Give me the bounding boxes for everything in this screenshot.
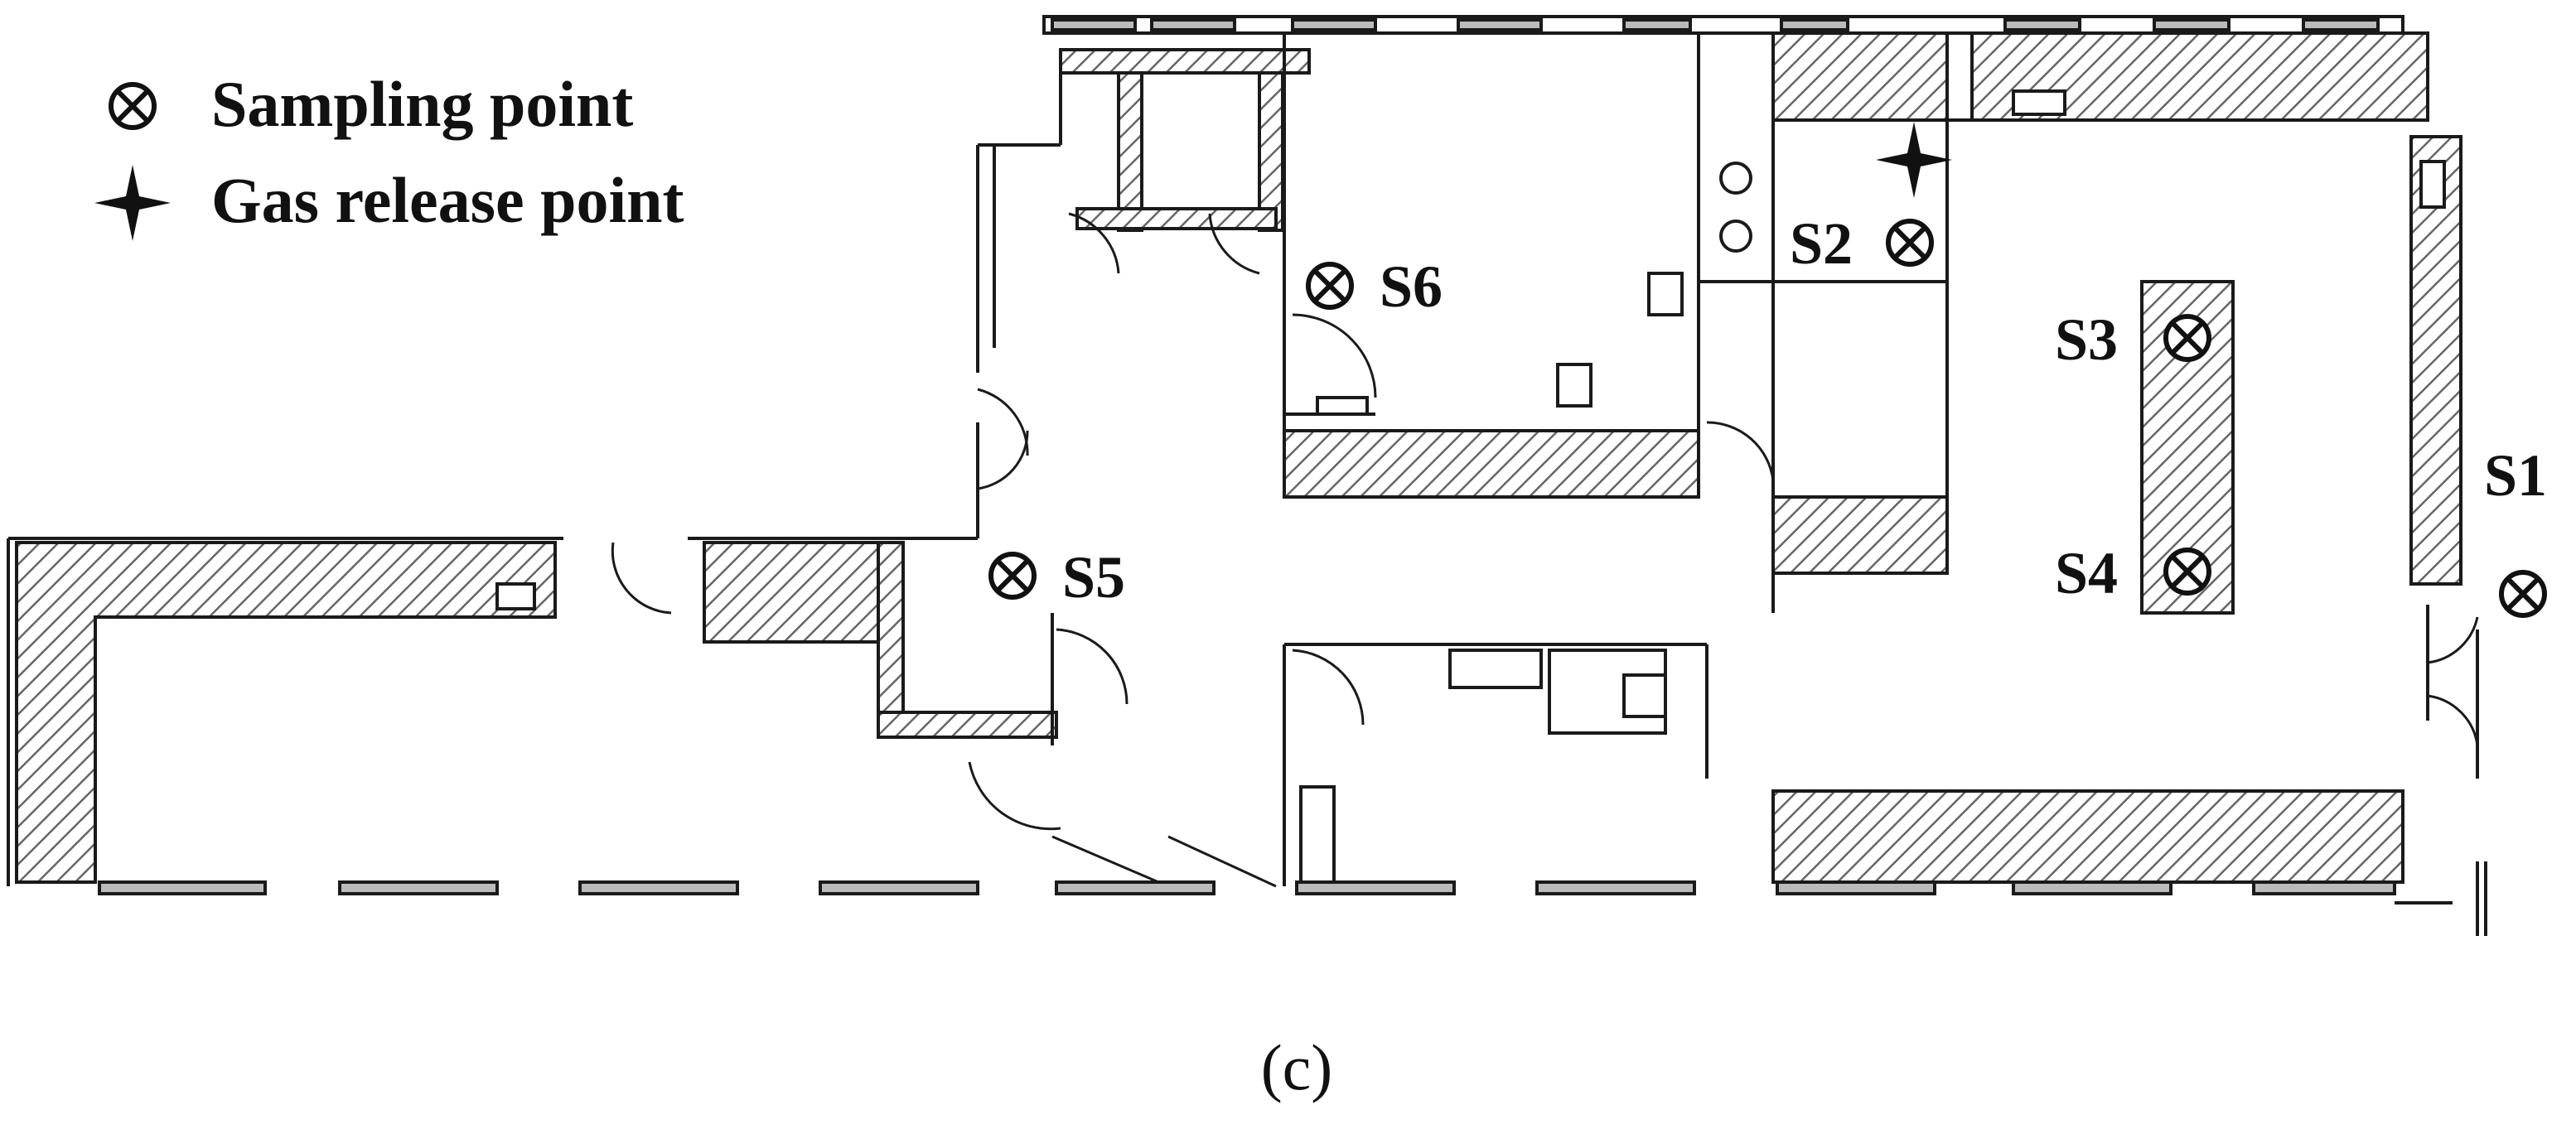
legend-sampling-label: Sampling point [211, 68, 633, 140]
s6-label: S6 [1380, 253, 1443, 320]
s1-label: S1 [2484, 442, 2547, 509]
sampling-point-s6: S6 [1308, 253, 1443, 320]
interior-walls [7, 31, 2487, 936]
figure-caption: (c) [1261, 1031, 1333, 1103]
circle-x-icon [111, 84, 154, 128]
gas-release-marker [1876, 122, 1952, 198]
s3-label: S3 [2055, 306, 2118, 373]
top-exterior-wall [1042, 15, 2404, 35]
sampling-point-s4: S4 [2055, 540, 2209, 606]
s4-label: S4 [2055, 540, 2118, 606]
legend-release-label: Gas release point [211, 164, 684, 236]
sampling-point-s1: S1 [2484, 442, 2547, 615]
sampling-point-s5: S5 [991, 544, 1125, 610]
s5-label: S5 [1062, 544, 1125, 610]
sampling-point-s3: S3 [2055, 306, 2209, 373]
s2-label: S2 [1790, 210, 1853, 277]
sampling-point-s2: S2 [1790, 210, 1931, 277]
bottom-exterior-wall [98, 880, 2396, 895]
hatched-benches [15, 31, 2462, 884]
door-swings [611, 212, 2479, 888]
four-point-star-icon [94, 165, 171, 241]
legend: Sampling point Gas release point [94, 68, 684, 241]
